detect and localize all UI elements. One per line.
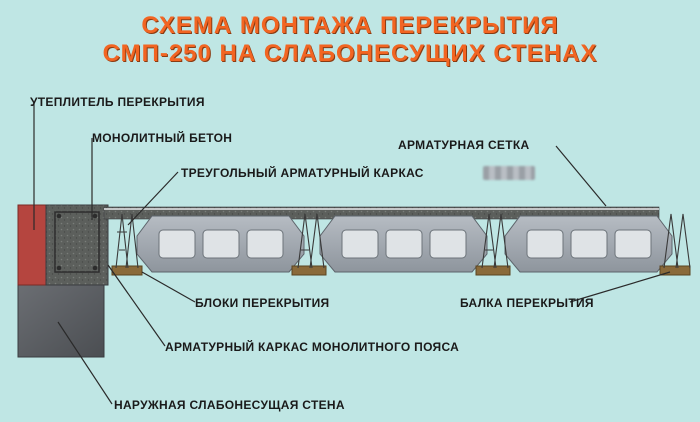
blurred-brand-mark [483,166,535,180]
floor-block [504,215,673,273]
label-floor-beam: БАЛКА ПЕРЕКРЫТИЯ [460,296,594,310]
belt-reinforcement-cage [54,211,100,273]
floor-beam [291,265,327,276]
diagram-title-line-1: СХЕМА МОНТАЖА ПЕРЕКРЫТИЯ [141,12,559,39]
floor-beam [475,265,511,276]
label-triangular-frame: ТРЕУГОЛЬНЫЙ АРМАТУРНЫЙ КАРКАС [181,166,424,180]
outer-wall [17,284,105,358]
label-outer-wall: НАРУЖНАЯ СЛАБОНЕСУЩАЯ СТЕНА [114,398,345,412]
floor-block [136,215,305,273]
triangular-reinforcement-frame [115,213,691,269]
label-belt-reinforcement-frame: АРМАТУРНЫЙ КАРКАС МОНОЛИТНОГО ПОЯСА [165,340,460,354]
label-floor-insulation: УТЕПЛИТЕЛЬ ПЕРЕКРЫТИЯ [30,95,205,109]
label-floor-blocks: БЛОКИ ПЕРЕКРЫТИЯ [195,296,330,310]
label-monolithic-concrete: МОНОЛИТНЫЙ БЕТОН [92,131,233,145]
label-reinforcement-mesh: АРМАТУРНАЯ СЕТКА [398,138,530,152]
floor-insulation [17,204,47,286]
diagram-title-line-2: СМП-250 НА СЛАБОНЕСУЩИХ СТЕНАХ [102,40,598,67]
floor-block [319,215,488,273]
leader-lines [33,102,671,405]
floor-beam [659,265,691,276]
